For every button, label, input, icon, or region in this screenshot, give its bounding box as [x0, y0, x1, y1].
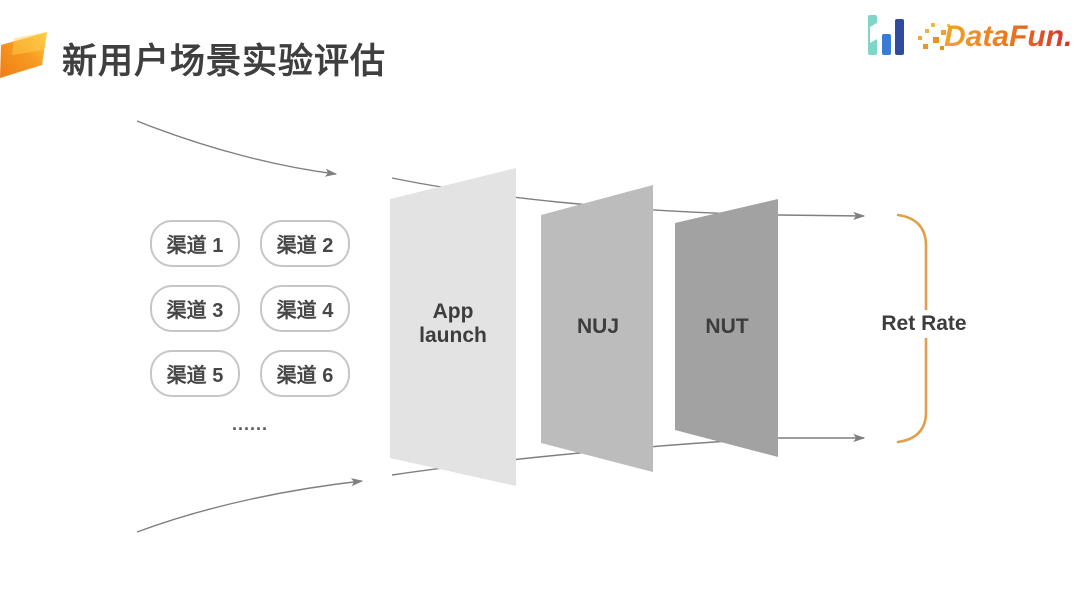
channel-pill: 渠道 3	[150, 285, 240, 332]
stage-panel-app-launch	[390, 168, 516, 486]
stage-label-nuj: NUJ	[576, 315, 619, 338]
logo-pixel-dot	[931, 23, 935, 27]
channel-pill: 渠道 4	[260, 285, 350, 332]
channel-ellipsis: ......	[231, 414, 268, 434]
logo-pixel-dot	[925, 29, 929, 33]
datafun-logo: DataFun.	[860, 10, 1075, 62]
channel-pill: 渠道 2	[260, 220, 350, 267]
funnel-line-bottom-left	[136, 478, 364, 533]
logo-pixel-dot	[947, 24, 950, 27]
stage-panel-nuj	[541, 185, 653, 472]
title-ribbon-icon	[0, 32, 47, 78]
outcome-label-ret-rate: Ret Rate	[872, 310, 976, 338]
channel-pill: 渠道 6	[260, 350, 350, 397]
logo-pixel-dot	[923, 44, 928, 49]
page-title: 新用户场景实验评估	[62, 42, 387, 81]
channel-pill: 渠道 1	[150, 220, 240, 267]
logo-pixel-dot	[933, 37, 939, 43]
stage-panel-nut	[675, 199, 778, 457]
logo-pixel-dot	[941, 30, 946, 35]
channel-pill: 渠道 5	[150, 350, 240, 397]
channel-pill-grid: 渠道 1 渠道 2 渠道 3 渠道 4 渠道 5 渠道 6	[150, 220, 350, 397]
funnel-line-top-left	[136, 120, 338, 177]
logo-pixel-dot	[918, 36, 922, 40]
logo-pixel-dot	[940, 46, 944, 50]
stage-label-app-launch: App launch	[419, 300, 487, 348]
datafun-wordmark: DataFun.	[944, 20, 1073, 53]
bar-chart-logo-icon	[868, 15, 904, 55]
stage-label-nut: NUT	[705, 315, 749, 338]
